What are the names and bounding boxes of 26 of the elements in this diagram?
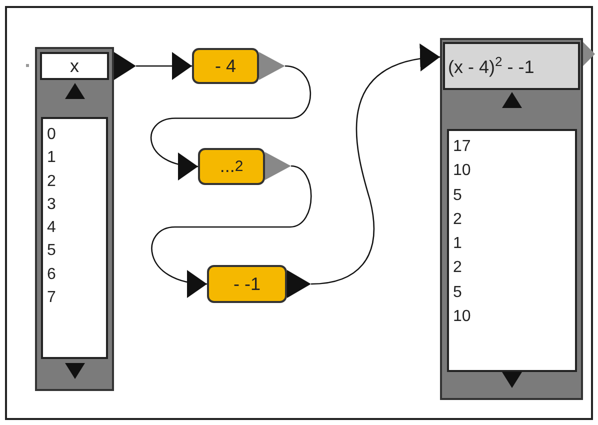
list-value: 10 (453, 161, 471, 182)
list-value: 17 (453, 137, 471, 157)
list-value: 2 (453, 210, 462, 230)
list-value: 10 (453, 307, 471, 328)
list-value: 4 (47, 218, 56, 238)
list-value: 5 (47, 241, 56, 262)
table-panel (440, 38, 583, 400)
list-value: 7 (47, 288, 56, 308)
list-value: 2 (453, 258, 462, 278)
list-value: 3 (47, 194, 56, 215)
connector-arrow (151, 165, 312, 296)
connector-arrow (310, 45, 440, 285)
list-value: 6 (47, 264, 56, 285)
connector-arrow (136, 52, 192, 80)
connector-arrow (150, 65, 311, 180)
table-panel (35, 47, 114, 391)
operation-box: - -1 (207, 265, 287, 303)
column-header: (x - 4)$^{2}$ - -1 (443, 42, 580, 90)
list-value: 2 (47, 172, 56, 192)
list-value: 1 (47, 148, 56, 168)
list-value: 5 (453, 186, 462, 206)
list-value: 1 (453, 234, 462, 254)
list-value: 0 (47, 125, 56, 145)
list-value: 5 (453, 282, 462, 303)
operation-box: - 4 (192, 48, 259, 84)
column-header: x (40, 52, 109, 80)
